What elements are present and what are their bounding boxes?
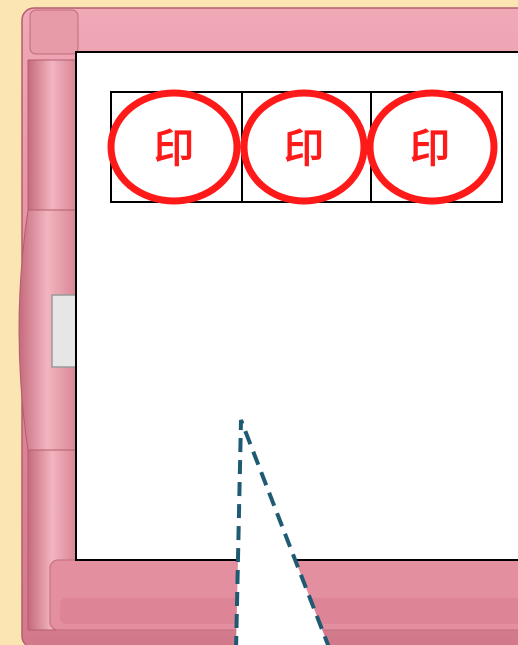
latch-icon[interactable] <box>51 294 79 368</box>
seal-text-3: 印 <box>410 126 450 172</box>
top-hinge <box>29 9 79 55</box>
seal-2: 印 <box>240 89 368 205</box>
paper-sheet <box>75 51 518 561</box>
seal-text-2: 印 <box>284 126 324 172</box>
seal-text-1: 印 <box>154 126 194 172</box>
callout-pointer <box>234 419 331 645</box>
seal-1: 印 <box>107 89 241 205</box>
seal-3: 印 <box>366 89 498 205</box>
